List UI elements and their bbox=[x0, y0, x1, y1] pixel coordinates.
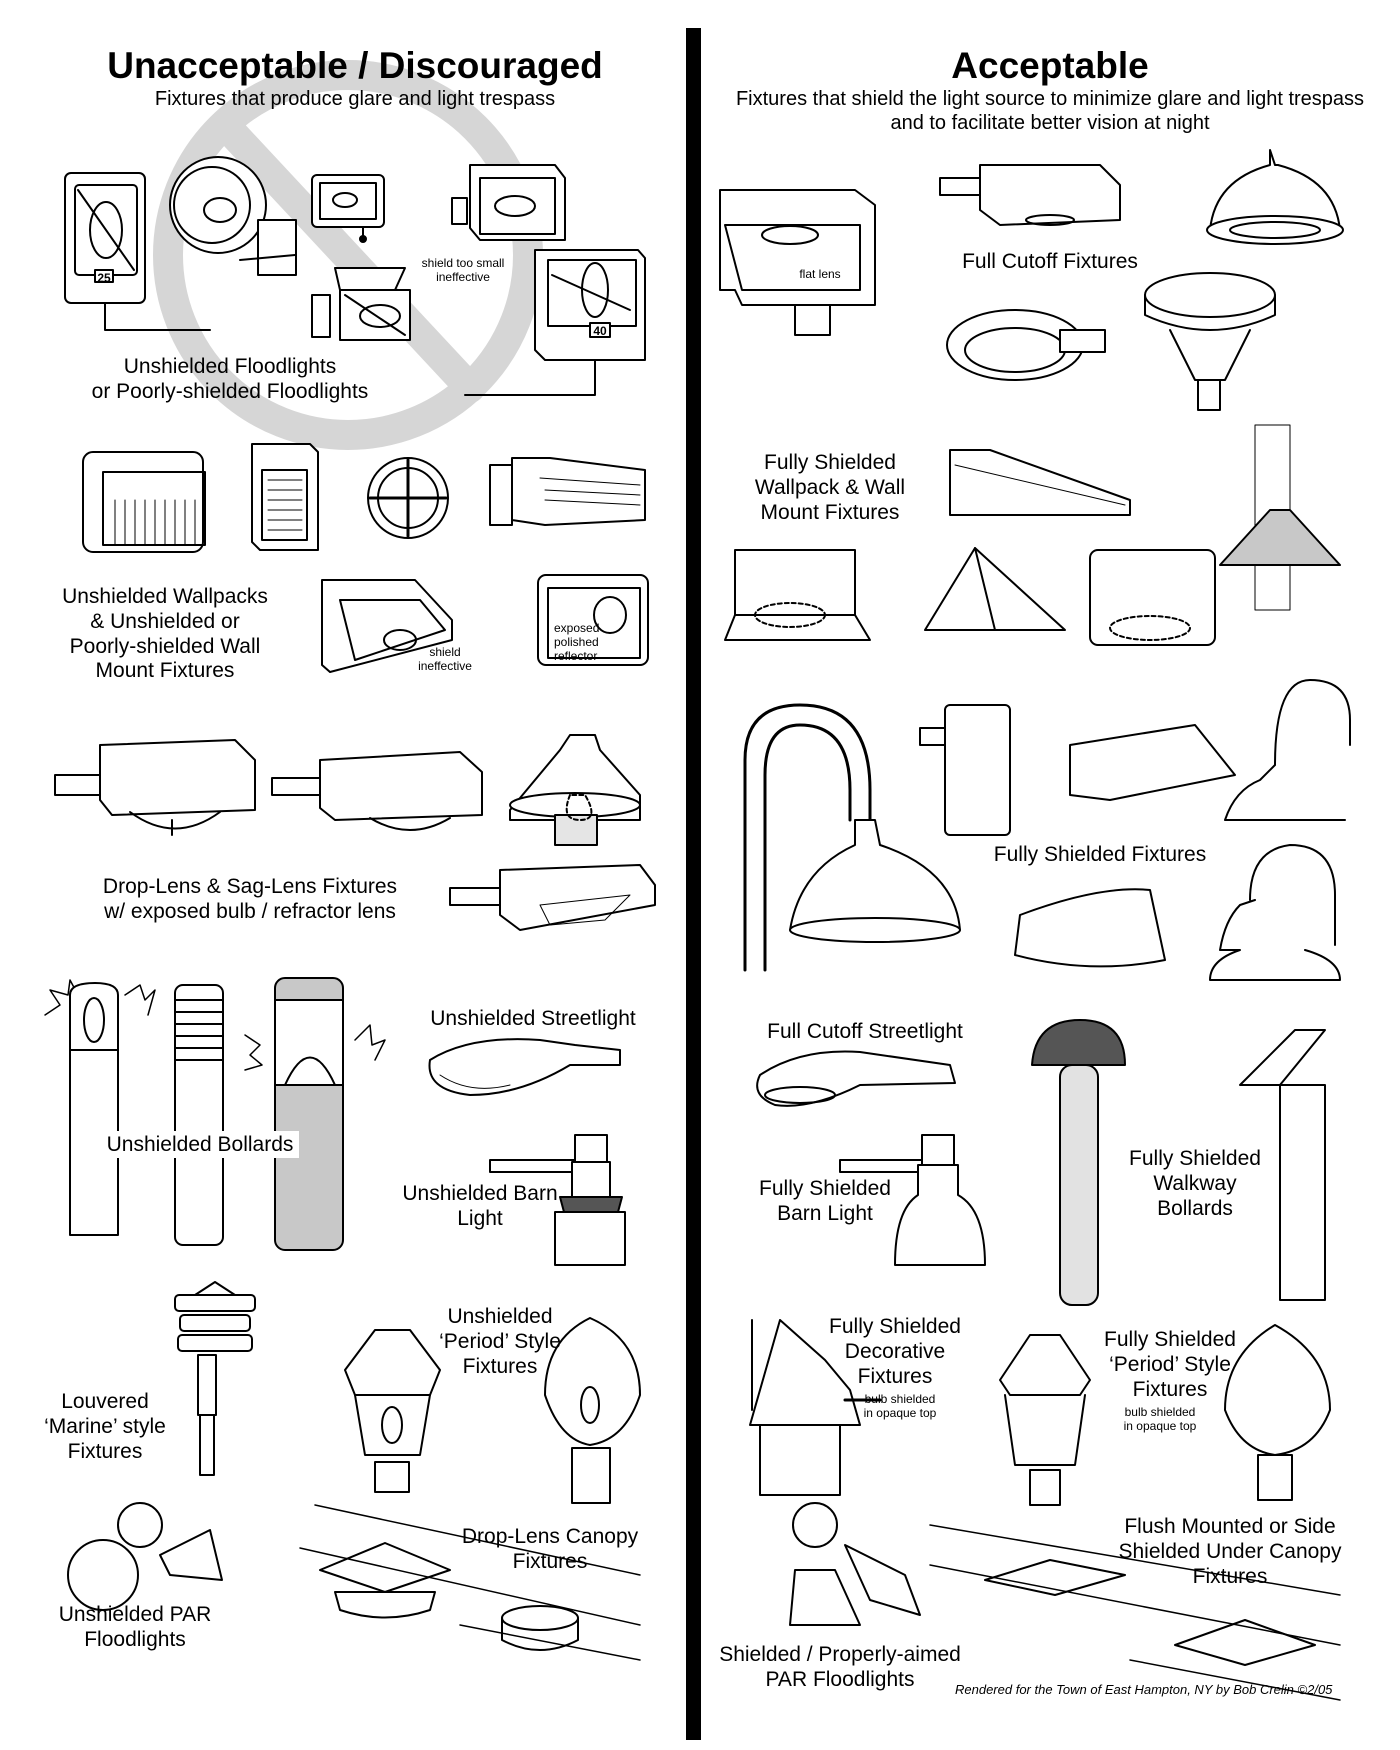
full-cutoff-drum-icon bbox=[946, 309, 1106, 381]
label-full-cutoff-fixtures: Full Cutoff Fixtures bbox=[962, 250, 1138, 273]
right-title: Acceptable bbox=[951, 45, 1149, 86]
label-fully-shielded-period: Fully Shielded ‘Period’ Style Fixtures bbox=[1104, 1328, 1236, 1401]
bollard-2-icon bbox=[174, 984, 224, 1246]
mushroom-bollard-icon bbox=[1031, 1019, 1126, 1306]
wall-mount-box-icon bbox=[251, 443, 319, 551]
unshielded-floodlight-icon bbox=[64, 172, 211, 331]
label-bulb-shielded-b: bulb shielded in opaque top bbox=[1123, 1405, 1197, 1433]
label-shield-ineffective: shield ineffective bbox=[418, 645, 472, 673]
label-bulb-shielded-a: bulb shielded in opaque top bbox=[863, 1392, 937, 1420]
fully-shielded-period-lantern-icon bbox=[999, 1334, 1091, 1506]
label-unshielded-period: Unshielded ‘Period’ Style Fixtures bbox=[439, 1305, 561, 1378]
full-cutoff-wallpack-icon bbox=[949, 449, 1131, 516]
pyramid-fixture-icon bbox=[924, 547, 1066, 631]
full-cutoff-shoebox-icon bbox=[939, 164, 1121, 226]
unshielded-par-floodlight-icon bbox=[67, 1502, 223, 1611]
shielded-small-floodlight-icon bbox=[311, 267, 411, 341]
refractor-lens-fixture-icon bbox=[449, 864, 656, 931]
credit-line: Rendered for the Town of East Hampton, N… bbox=[955, 1682, 1333, 1697]
label-shield-too-small: shield too small ineffective bbox=[421, 256, 505, 284]
full-cutoff-streetlight-icon bbox=[756, 1050, 956, 1107]
label-exposed-reflector: exposed polished reflector bbox=[554, 621, 600, 663]
label-fully-shielded-barn-light: Fully Shielded Barn Light bbox=[759, 1177, 891, 1225]
cone-pendant-icon bbox=[509, 734, 641, 846]
label-marine-style: Louvered ‘Marine’ style Fixtures bbox=[44, 1390, 166, 1463]
center-divider bbox=[686, 28, 701, 1740]
marine-louvered-fixture-icon bbox=[174, 1281, 256, 1476]
gooseneck-wall-fixture-2-icon bbox=[1209, 844, 1341, 981]
round-bulkhead-icon bbox=[367, 457, 449, 539]
full-cutoff-wall-box-icon bbox=[1089, 549, 1216, 646]
small-floodlight-icon bbox=[311, 174, 385, 243]
right-subtitle: Fixtures that shield the light source to… bbox=[735, 88, 1365, 135]
shielded-par-floodlight-icon bbox=[789, 1502, 921, 1626]
bollard-3-icon bbox=[274, 977, 344, 1251]
label-full-cutoff-streetlight: Full Cutoff Streetlight bbox=[767, 1020, 963, 1043]
large-floodlight-icon bbox=[464, 249, 646, 396]
label-unshielded-wallpacks: Unshielded Wallpacks & Unshielded or Poo… bbox=[62, 585, 268, 683]
angled-box-fixture-icon bbox=[1069, 724, 1236, 801]
sag-lens-fixture-icon bbox=[271, 751, 483, 831]
round-floodlight-icon bbox=[169, 156, 297, 276]
glare-burst-icon bbox=[44, 979, 386, 1071]
unshielded-acorn-fixture-icon bbox=[544, 1317, 641, 1504]
fully-shielded-decorative-lantern-icon bbox=[749, 1319, 882, 1496]
label-drop-lens: Drop-Lens & Sag-Lens Fixtures w/ exposed… bbox=[102, 875, 398, 923]
unshielded-period-lantern-icon bbox=[344, 1329, 441, 1493]
cylinder-fixture-icon bbox=[919, 704, 1011, 836]
unshielded-wallpack-icon bbox=[82, 451, 206, 553]
flush-canopy-fixture-icon bbox=[984, 1559, 1316, 1666]
label-drop-lens-canopy: Drop-Lens Canopy Fixtures bbox=[461, 1525, 639, 1573]
bollards-label-text: Unshielded Bollards bbox=[100, 1131, 300, 1158]
full-cutoff-dome-icon bbox=[1206, 149, 1344, 245]
unshielded-barn-light-icon bbox=[489, 1134, 626, 1266]
gooseneck-wall-fixture-icon bbox=[1224, 679, 1351, 821]
wall-cone-fixture-icon bbox=[1219, 424, 1341, 611]
fully-shielded-barn-light-icon bbox=[839, 1134, 986, 1266]
label-unshielded-streetlight: Unshielded Streetlight bbox=[430, 1007, 636, 1030]
wall-lantern-icon bbox=[489, 457, 646, 526]
label-fully-shielded-decorative: Fully Shielded Decorative Fixtures bbox=[829, 1315, 961, 1388]
label-fully-shielded-wallpack: Fully Shielded Wallpack & Wall Mount Fix… bbox=[754, 451, 906, 524]
full-cutoff-box-fixture-icon bbox=[724, 549, 871, 641]
label-unshielded-floodlights: Unshielded Floodlights or Poorly-shielde… bbox=[91, 355, 369, 403]
half-drum-fixture-icon bbox=[1014, 888, 1166, 968]
ceiling-lines bbox=[299, 1504, 641, 1661]
left-subtitle: Fixtures that produce glare and light tr… bbox=[154, 88, 556, 110]
canopy-lines-right bbox=[929, 1524, 1341, 1701]
poorly-shielded-wallpack-icon bbox=[321, 579, 453, 673]
label-unshielded-par: Unshielded PAR Floodlights bbox=[58, 1603, 212, 1651]
label-flush-canopy: Flush Mounted or Side Shielded Under Can… bbox=[1118, 1515, 1342, 1588]
full-cutoff-pendant-icon bbox=[1144, 272, 1276, 411]
gooseneck-pole-fixture-icon bbox=[743, 703, 961, 972]
tilted-floodlight-icon bbox=[451, 164, 566, 241]
label-flat-lens: flat lens bbox=[799, 267, 841, 281]
flat-lens-fixture-icon bbox=[719, 189, 876, 336]
label-unshielded-bollards: Unshielded Bollards bbox=[100, 1131, 300, 1158]
label-shielded-par: Shielded / Properly-aimed PAR Floodlight… bbox=[719, 1643, 961, 1691]
prohibition-sign-icon bbox=[153, 60, 543, 450]
bollard-1-icon bbox=[69, 982, 119, 1236]
left-title: Unacceptable / Discouraged bbox=[107, 45, 603, 86]
label-unshielded-barn-light: Unshielded Barn Light bbox=[402, 1182, 558, 1230]
badge-25: 25 bbox=[97, 271, 111, 285]
hooded-walkway-bollard-icon bbox=[1239, 1029, 1326, 1301]
fully-shielded-acorn-fixture-icon bbox=[1224, 1324, 1331, 1501]
drop-lens-fixture-icon bbox=[54, 739, 256, 836]
exposed-reflector-fixture-icon bbox=[537, 574, 649, 666]
unshielded-streetlight-icon bbox=[428, 1038, 621, 1096]
badge-40: 40 bbox=[593, 324, 607, 338]
label-walkway-bollards: Fully Shielded Walkway Bollards bbox=[1129, 1147, 1261, 1220]
label-fully-shielded-fixtures: Fully Shielded Fixtures bbox=[993, 843, 1207, 866]
